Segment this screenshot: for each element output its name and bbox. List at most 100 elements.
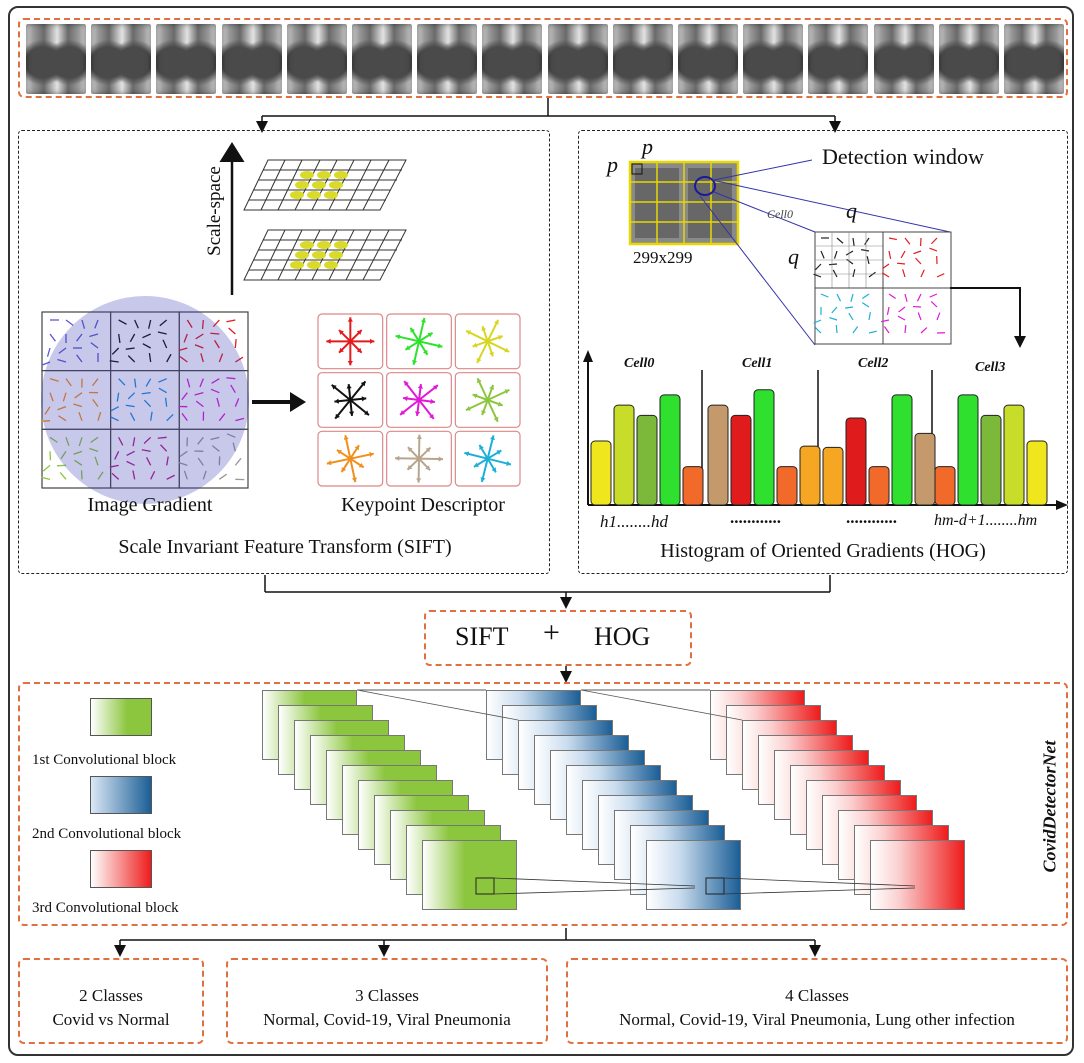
hog-bar xyxy=(636,414,658,506)
hog-panel xyxy=(578,130,1068,574)
gradient-arrow xyxy=(118,437,124,446)
gradient-arrow xyxy=(41,476,51,480)
gradient-arrow xyxy=(143,436,152,444)
gradient-arrow xyxy=(234,398,240,407)
gradient-arrow xyxy=(89,333,99,338)
gradient-arrow xyxy=(186,319,193,328)
xray-thumbnail xyxy=(417,24,478,94)
cell3-label: Cell3 xyxy=(975,360,1006,375)
gradient-arrow xyxy=(74,392,83,399)
gradient-arrow xyxy=(109,360,119,363)
gradient-arrow xyxy=(58,415,67,422)
gradient-arrow xyxy=(78,411,83,421)
hog-bar xyxy=(1003,404,1025,506)
hog-axis-label-3: ............ xyxy=(846,508,897,527)
sift-panel xyxy=(18,130,550,574)
keypoint-descriptor-label: Keypoint Descriptor xyxy=(341,494,505,516)
gradient-arrow xyxy=(129,412,136,421)
hog-bar xyxy=(934,466,956,506)
gradient-arrow xyxy=(143,399,152,408)
gradient-arrow xyxy=(166,474,175,480)
hog-bar xyxy=(799,445,821,506)
xray-thumbnail xyxy=(221,24,282,94)
gradient-arrow xyxy=(60,450,67,460)
hog-axis-label-2: ............ xyxy=(730,508,781,527)
gradient-arrow xyxy=(76,354,83,363)
gradient-arrow xyxy=(216,397,220,407)
gradient-arrow xyxy=(62,392,67,402)
xray-thumbnail xyxy=(91,24,152,94)
gradient-arrow xyxy=(195,400,204,408)
hog-bar xyxy=(613,404,635,506)
fusion-hog-label: HOG xyxy=(594,622,651,651)
gradient-arrow xyxy=(74,459,83,466)
gradient-arrow xyxy=(73,403,83,408)
gradient-arrow xyxy=(201,319,204,330)
gradient-arrow xyxy=(197,457,204,466)
gradient-arrow xyxy=(181,413,188,422)
hog-p-top: p xyxy=(642,134,653,159)
gradient-arrow xyxy=(218,473,228,480)
gradient-arrow xyxy=(94,319,99,329)
gradient-arrow xyxy=(226,319,236,323)
output-4-classes xyxy=(566,958,1068,1044)
gradient-arrow xyxy=(65,437,70,447)
gradient-arrow xyxy=(141,392,151,395)
gradient-arrow xyxy=(234,356,244,363)
gradient-arrow xyxy=(42,464,51,472)
legend-swatch-block3 xyxy=(90,850,152,888)
gradient-arrow xyxy=(97,411,102,421)
gradient-arrow xyxy=(127,392,136,400)
gradient-arrow xyxy=(218,413,226,422)
output-4-desc: Normal, Covid-19, Viral Pneumonia, Lung … xyxy=(619,1010,1015,1029)
gradient-arrow xyxy=(197,436,204,445)
fusion-plus: + xyxy=(543,616,560,649)
hog-bar xyxy=(957,394,979,506)
gradient-arrow xyxy=(142,333,151,339)
gradient-arrow xyxy=(73,450,83,455)
cell0-small-label: Cell0 xyxy=(767,207,793,221)
output-3-title: 3 Classes xyxy=(355,986,419,1005)
gradient-arrow xyxy=(134,378,137,388)
gradient-arrow xyxy=(232,442,236,452)
gradient-arrow xyxy=(183,470,188,480)
hog-q-left: q xyxy=(788,244,799,269)
gradient-arrow xyxy=(194,392,204,396)
hog-bar xyxy=(590,440,612,506)
gradient-arrow xyxy=(166,413,174,422)
xray-thumbnail xyxy=(678,24,738,94)
gradient-arrow xyxy=(181,392,188,401)
gradient-arrow xyxy=(58,347,67,354)
output-3-desc: Normal, Covid-19, Viral Pneumonia xyxy=(263,1010,511,1029)
gradient-arrow xyxy=(158,387,167,394)
gradient-arrow xyxy=(134,319,139,329)
hog-bar xyxy=(707,404,729,506)
hog-bar xyxy=(753,389,775,506)
xray-thumbnail xyxy=(352,24,412,94)
gradient-arrow xyxy=(126,450,135,456)
gradient-arrow xyxy=(211,445,220,452)
feature-map xyxy=(422,840,517,910)
output-2-desc: Covid vs Normal xyxy=(52,1010,170,1029)
gaussian-window xyxy=(41,296,249,504)
gradient-arrow xyxy=(157,436,167,439)
gradient-arrow xyxy=(118,378,126,386)
gradient-arrow xyxy=(118,319,127,325)
gradient-arrow xyxy=(226,433,236,438)
gradient-arrow xyxy=(210,388,220,394)
cell1-label: Cell1 xyxy=(742,356,773,371)
gradient-arrow xyxy=(178,347,188,352)
gradient-arrow xyxy=(94,456,99,466)
gradient-arrow xyxy=(158,378,167,383)
gradient-arrow xyxy=(118,333,121,344)
fusion-box xyxy=(424,610,692,666)
gradient-arrow xyxy=(49,392,54,402)
gradient-arrow xyxy=(57,358,67,363)
xray-thumbnail xyxy=(612,24,673,94)
xray-thumbnail xyxy=(286,24,347,94)
gradient-arrow xyxy=(76,333,83,342)
hog-bar xyxy=(980,414,1002,506)
gradient-arrow xyxy=(125,347,135,350)
